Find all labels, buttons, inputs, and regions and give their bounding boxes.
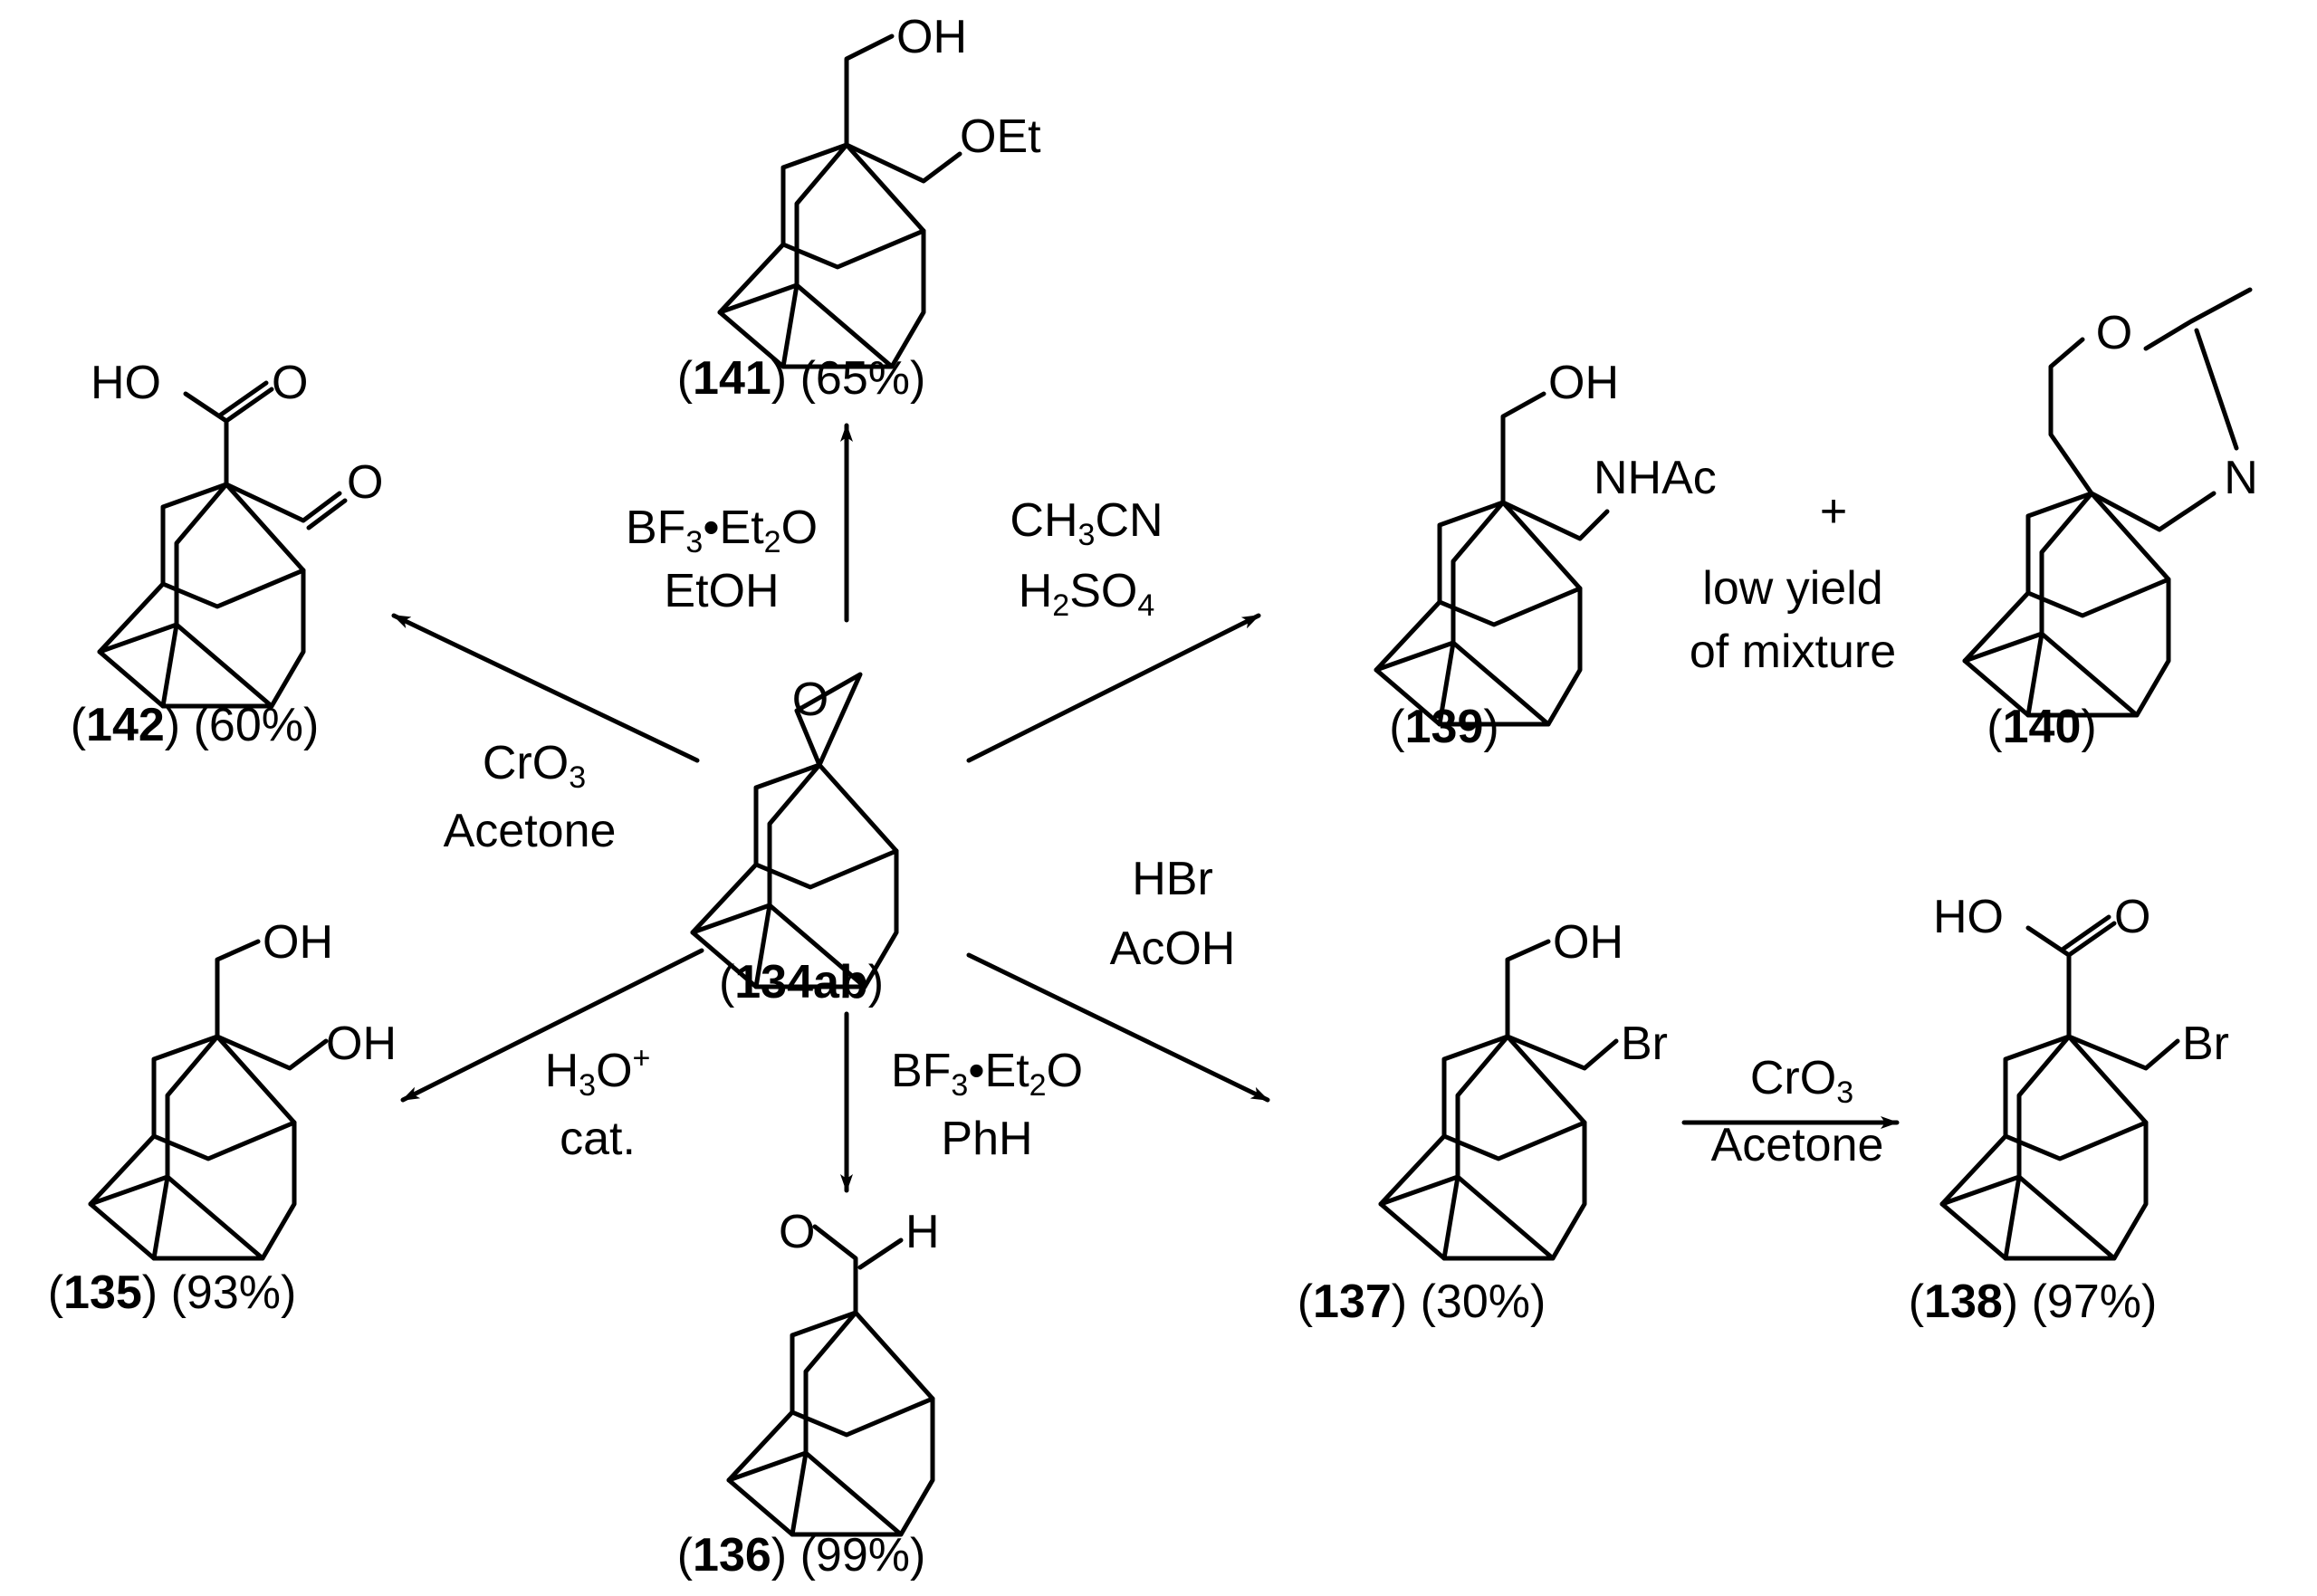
label-134ab: (134ab) <box>719 956 884 1008</box>
compound-139: OH NHAc (139) <box>1376 357 1717 753</box>
substituent-o-carbonyl: O <box>272 357 308 409</box>
svg-text:PhH: PhH <box>941 1113 1032 1165</box>
compound-135: OH OH (135) (93%) <box>48 916 397 1319</box>
substituent-br: Br <box>2182 1018 2229 1070</box>
compound-140: O N (140) <box>1965 287 2258 753</box>
label-135: (135) (93%) <box>48 1266 297 1319</box>
svg-text:BF3•Et2O: BF3•Et2O <box>891 1045 1083 1103</box>
arrow-to-139 <box>966 613 1261 763</box>
mixture-note-line2: of mixture <box>1690 626 1896 678</box>
label-138: (138) (97%) <box>1909 1276 2158 1328</box>
label-139: (139) <box>1389 701 1498 753</box>
substituent-ho: HO <box>91 357 161 409</box>
conditions-to-135: H3O+ cat. <box>545 1041 651 1165</box>
svg-text:CrO3: CrO3 <box>1750 1052 1853 1110</box>
label-142: (142) (60%) <box>71 699 320 751</box>
arrow-to-142 <box>391 613 700 763</box>
substituent-nhac: NHAc <box>1594 452 1717 504</box>
conditions-to-139: CH3CN H2SO4 <box>1010 494 1163 623</box>
substituent-h-aldehyde: H <box>905 1206 940 1258</box>
arrow-to-137 <box>966 952 1270 1103</box>
label-140: (140) <box>1987 701 2096 753</box>
svg-text:CH3CN: CH3CN <box>1010 494 1163 552</box>
plus-sign: + <box>1820 485 1847 538</box>
svg-text:AcOH: AcOH <box>1110 922 1236 975</box>
substituent-oh-secondary: OH <box>326 1018 397 1070</box>
label-137: (137) (30%) <box>1297 1276 1546 1328</box>
label-136: (136) (99%) <box>677 1529 926 1582</box>
conditions-to-141: BF3•Et2O EtOH <box>626 502 818 617</box>
svg-text:H3O+: H3O+ <box>545 1041 651 1103</box>
substituent-o-aldehyde: O <box>779 1206 815 1258</box>
conditions-to-137: HBr AcOH <box>1110 853 1236 975</box>
svg-text:Acetone: Acetone <box>444 805 617 857</box>
substituent-oh: OH <box>1553 916 1623 969</box>
conditions-to-138: CrO3 Acetone <box>1711 1052 1884 1171</box>
substituent-br: Br <box>1621 1018 1668 1070</box>
compound-137: OH Br (137) (30%) <box>1297 916 1668 1328</box>
substituent-oh: OH <box>896 11 967 63</box>
ring-oxygen: O <box>2096 307 2132 359</box>
compound-136: O H (136) (99%) <box>677 1206 940 1582</box>
compound-134ab: O (134ab) <box>693 672 896 1008</box>
epoxide-oxygen: O <box>792 674 828 726</box>
substituent-ho: HO <box>1933 891 2004 943</box>
substituent-o-ketone: O <box>347 456 383 509</box>
svg-text:cat.: cat. <box>560 1113 636 1165</box>
svg-text:H2SO4: H2SO4 <box>1019 565 1155 623</box>
conditions-to-142: CrO3 Acetone <box>444 737 617 857</box>
svg-text:HBr: HBr <box>1132 853 1213 905</box>
epoxide-ring <box>794 672 863 768</box>
substituent-oh: OH <box>1548 357 1619 409</box>
svg-text:BF3•Et2O: BF3•Et2O <box>626 502 818 559</box>
compound-138: HO O Br (138) (97%) <box>1909 891 2229 1328</box>
compound-141: OH OEt (141) (65%) <box>677 11 1041 405</box>
ring-nitrogen: N <box>2224 452 2258 504</box>
substituent-oh-primary: OH <box>263 916 333 969</box>
svg-text:EtOH: EtOH <box>664 565 779 617</box>
arrow-to-135 <box>400 948 704 1103</box>
mixture-note-line1: low yield <box>1702 562 1882 615</box>
svg-text:CrO3: CrO3 <box>483 737 586 795</box>
label-141: (141) (65%) <box>677 352 926 405</box>
conditions-to-136: BF3•Et2O PhH <box>891 1045 1083 1165</box>
svg-text:Acetone: Acetone <box>1711 1119 1884 1171</box>
substituent-o-carbonyl: O <box>2114 891 2150 943</box>
compound-142: HO O O (142) (60%) <box>71 357 384 751</box>
substituent-oet: OEt <box>960 110 1041 163</box>
